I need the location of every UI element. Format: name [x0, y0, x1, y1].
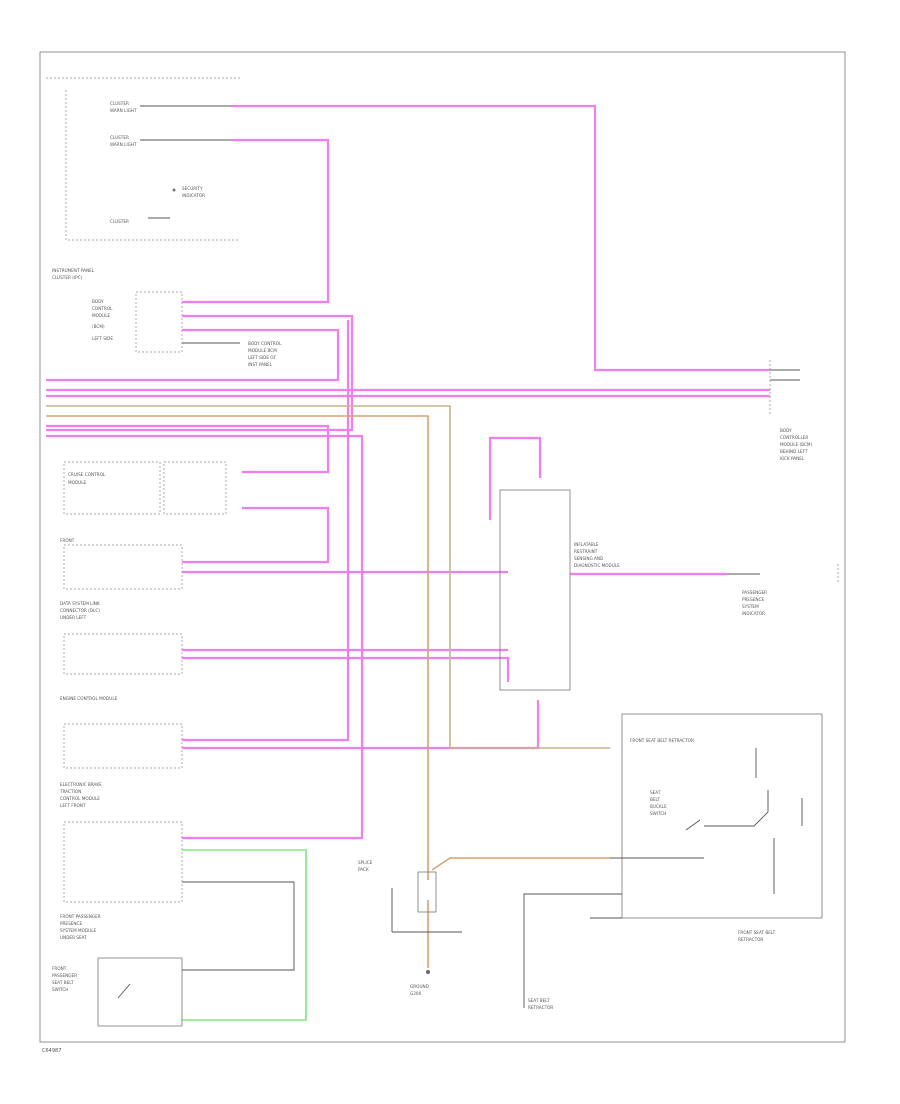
svg-text:G200: G200 — [410, 991, 422, 996]
instrument-panel-cluster: CLUSTER WARN LIGHT CLUSTER WARN LIGHT SECU… — [46, 77, 240, 280]
svg-text:BEHIND LEFT: BEHIND LEFT — [780, 449, 808, 454]
svg-text:FRONT: FRONT — [52, 966, 67, 971]
svg-text:SPLICE: SPLICE — [358, 860, 373, 865]
svg-text:MODULE: MODULE — [92, 313, 111, 318]
left-module-blocks: CRUISE CONTROL MODULE FRONT DATA SYSTEM L… — [52, 461, 227, 1027]
right-seatbelt-block: FRONT SEAT BELT RETRACTOR SEAT BELT BUCKLE… — [523, 713, 823, 1010]
svg-text:BODY CONTROL: BODY CONTROL — [248, 341, 282, 346]
svg-text:WARN LIGHT: WARN LIGHT — [110, 108, 137, 113]
svg-text:CONTROLLER: CONTROLLER — [780, 435, 808, 440]
svg-text:SWITCH: SWITCH — [650, 811, 666, 816]
svg-text:CLUSTER: CLUSTER — [110, 135, 129, 140]
svg-text:CLUSTER: CLUSTER — [110, 101, 129, 106]
svg-text:PACK: PACK — [358, 867, 369, 872]
svg-text:FRONT: FRONT — [60, 538, 75, 543]
svg-text:CONTROL: CONTROL — [92, 306, 113, 311]
svg-text:LEFT FRONT: LEFT FRONT — [60, 803, 86, 808]
upper-module-block: BODY CONTROL MODULE (BCM) LEFT SIDE BODY CO… — [92, 291, 282, 367]
pink-circuit-wires — [46, 104, 770, 840]
svg-text:MODULE (BCM): MODULE (BCM) — [780, 442, 812, 447]
svg-text:INFLATABLE: INFLATABLE — [574, 542, 599, 547]
svg-text:SWITCH: SWITCH — [52, 987, 68, 992]
svg-text:GROUND: GROUND — [410, 984, 429, 989]
svg-text:PASSENGER: PASSENGER — [52, 973, 77, 978]
svg-text:MODULE BCM: MODULE BCM — [248, 348, 277, 353]
ground-splice: SPLICE PACK GROUND G200 — [358, 860, 462, 996]
footer-code: C64987 — [42, 1048, 61, 1054]
right-connector-c1: BODY CONTROLLER MODULE (BCM) BEHIND LEFT KIC… — [769, 360, 812, 461]
svg-text:ELECTRONIC BRAKE: ELECTRONIC BRAKE — [60, 782, 102, 787]
svg-text:WARN LIGHT: WARN LIGHT — [110, 142, 137, 147]
svg-text:INSTRUMENT PANEL: INSTRUMENT PANEL — [52, 268, 95, 273]
svg-text:BODY: BODY — [92, 299, 104, 304]
svg-text:CRUISE CONTROL: CRUISE CONTROL — [68, 472, 106, 477]
svg-text:LEFT SIDE: LEFT SIDE — [92, 336, 113, 341]
diagram-border — [39, 51, 846, 1043]
svg-text:UNDER LEFT: UNDER LEFT — [60, 615, 87, 620]
svg-text:BUCKLE: BUCKLE — [650, 804, 667, 809]
svg-text:UNDER SEAT: UNDER SEAT — [60, 935, 87, 940]
svg-text:DATA SYSTEM LINK: DATA SYSTEM LINK — [60, 601, 100, 606]
svg-text:CONTROL MODULE: CONTROL MODULE — [60, 796, 100, 801]
svg-text:RESTRAINT: RESTRAINT — [574, 549, 598, 554]
svg-text:FRONT PASSENGER: FRONT PASSENGER — [60, 914, 101, 919]
svg-text:CONNECTOR (DLC): CONNECTOR (DLC) — [60, 608, 100, 613]
svg-text:CLUSTER: CLUSTER — [110, 219, 129, 224]
svg-text:INST PANEL: INST PANEL — [248, 362, 273, 367]
svg-text:FRONT SEAT BELT RETRACTOR: FRONT SEAT BELT RETRACTOR — [630, 738, 694, 743]
other-circuit-wires — [46, 405, 610, 1021]
svg-text:PRESENCE: PRESENCE — [60, 921, 82, 926]
svg-text:INDICATOR: INDICATOR — [182, 193, 205, 198]
svg-text:KICK PANEL: KICK PANEL — [780, 456, 805, 461]
svg-text:DIAGNOSTIC MODULE: DIAGNOSTIC MODULE — [574, 563, 620, 568]
svg-text:SEAT BELT: SEAT BELT — [52, 980, 74, 985]
svg-text:SENSING AND: SENSING AND — [574, 556, 603, 561]
svg-text:SYSTEM: SYSTEM — [742, 604, 759, 609]
svg-text:PASSENGER: PASSENGER — [742, 590, 767, 595]
svg-text:ENGINE CONTROL MODULE: ENGINE CONTROL MODULE — [60, 696, 118, 701]
svg-text:PRESENCE: PRESENCE — [742, 597, 764, 602]
svg-text:FRONT SEAT BELT: FRONT SEAT BELT — [738, 930, 776, 935]
svg-text:SYSTEM MODULE: SYSTEM MODULE — [60, 928, 97, 933]
central-module: INFLATABLE RESTRAINT SENSING AND DIAGNOSTIC… — [499, 489, 839, 691]
svg-text:(BCM): (BCM) — [92, 324, 105, 329]
svg-text:SEAT: SEAT — [650, 790, 661, 795]
svg-text:INDICATOR: INDICATOR — [742, 611, 765, 616]
svg-text:SECURITY: SECURITY — [182, 186, 203, 191]
svg-text:SEAT BELT: SEAT BELT — [528, 998, 550, 1003]
svg-text:LEFT SIDE OF: LEFT SIDE OF — [248, 355, 277, 360]
svg-text:RETRACTOR: RETRACTOR — [738, 937, 763, 942]
svg-text:MODULE: MODULE — [68, 480, 87, 485]
svg-text:RETRACTOR: RETRACTOR — [528, 1005, 553, 1010]
svg-text:TRACTION: TRACTION — [59, 789, 81, 794]
svg-text:BODY: BODY — [780, 428, 792, 433]
svg-text:BELT: BELT — [650, 797, 660, 802]
svg-text:CLUSTER (IPC): CLUSTER (IPC) — [52, 275, 83, 280]
